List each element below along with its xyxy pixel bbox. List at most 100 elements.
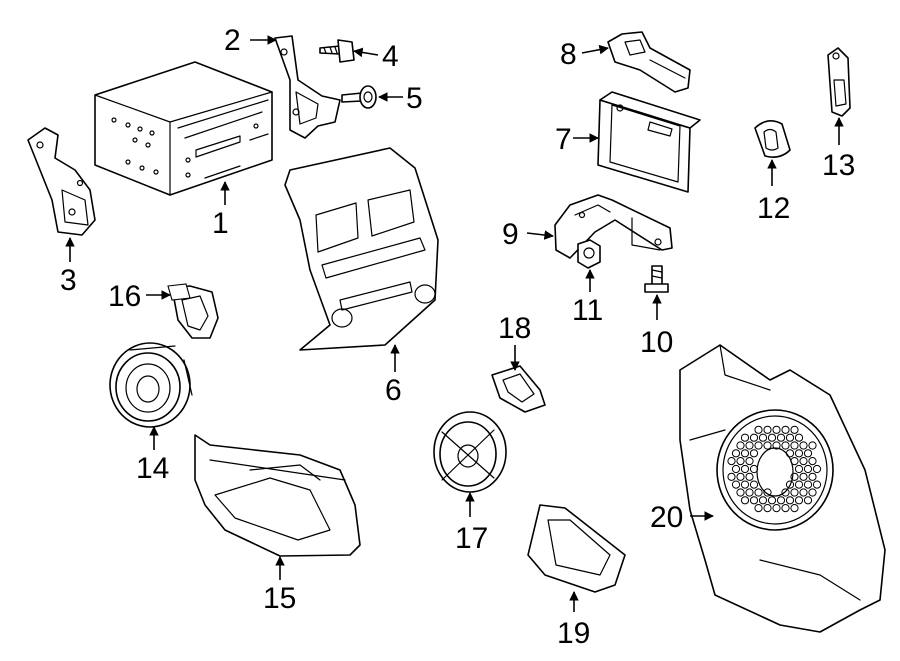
bolt-part [341, 85, 377, 109]
grille-hole [803, 480, 813, 489]
grille-hole [772, 441, 781, 450]
grille-hole [794, 496, 804, 505]
callout-7: 7 [555, 123, 572, 156]
callout-3: 3 [60, 264, 77, 297]
callout-10: 10 [640, 326, 673, 359]
trim-panel-part [527, 504, 626, 593]
grille-hole [749, 433, 759, 442]
nut-part [577, 239, 601, 269]
subwoofer-hub [756, 447, 794, 497]
grille-hole [790, 441, 799, 450]
grille-hole [763, 425, 772, 434]
grille-hole [803, 464, 813, 474]
grille-hole [740, 480, 750, 489]
grille-hole [781, 488, 790, 497]
grommet-part [754, 120, 791, 158]
grille-hole [808, 441, 817, 450]
grille-hole [736, 441, 745, 450]
tweeter-part [167, 283, 219, 339]
leaders [65, 35, 844, 612]
leader-4 [353, 47, 379, 58]
grille-hole [799, 488, 808, 497]
grille-hole [754, 425, 763, 434]
callout-2: 2 [224, 24, 241, 57]
grille-hole [785, 496, 795, 505]
clip-part [827, 47, 851, 117]
dash-bezel-part [284, 147, 439, 351]
grille-hole [776, 433, 786, 442]
grille-hole [749, 449, 759, 458]
left-bracket-part [27, 127, 96, 236]
grille-hole [794, 480, 804, 489]
grille-hole [740, 449, 750, 458]
callout-13: 13 [822, 149, 855, 182]
grille-hole [803, 449, 813, 458]
callout-5: 5 [406, 82, 423, 115]
callout-11: 11 [572, 294, 603, 327]
grille-hole [781, 504, 790, 513]
grille-hole [736, 457, 745, 466]
speaker-14-part [109, 342, 193, 428]
grille-hole [745, 472, 754, 481]
grille-hole [790, 425, 799, 434]
grille-hole [799, 472, 808, 481]
grille-hole [808, 488, 817, 497]
grille-hole [781, 425, 790, 434]
grille-hole [767, 496, 777, 505]
grille-hole [745, 457, 754, 466]
grille-hole [767, 433, 777, 442]
grille-hole [727, 457, 736, 466]
grille-hole [785, 449, 795, 458]
callout-12: 12 [757, 192, 790, 225]
mounting-bracket-part [554, 194, 673, 259]
grille-hole [754, 504, 763, 513]
top-right-bracket-part [607, 31, 691, 93]
grille-hole [781, 441, 790, 450]
grille-hole [794, 464, 804, 474]
radio-unit-part [94, 61, 273, 196]
enclosure-panel-part [194, 434, 361, 557]
subwoofer-enclosure-part [679, 344, 886, 633]
grille-hole [745, 488, 754, 497]
callout-19: 19 [557, 617, 590, 650]
grille-hole [740, 464, 750, 474]
grille-hole [758, 496, 768, 505]
callout-8: 8 [560, 38, 577, 71]
grille-hole [785, 433, 795, 442]
grille-hole [799, 441, 808, 450]
grille-hole [731, 480, 741, 489]
grille-hole [776, 496, 786, 505]
callout-20: 20 [650, 501, 683, 534]
grille-hole [808, 457, 817, 466]
grille-hole [812, 480, 822, 489]
subwoofer-grille [727, 425, 822, 513]
grille-hole [731, 464, 741, 474]
callout-9: 9 [502, 218, 519, 251]
leader-9 [526, 230, 554, 240]
grille-hole [731, 449, 741, 458]
grille-hole [799, 457, 808, 466]
amplifier-module-part [597, 91, 701, 193]
callout-6: 6 [385, 374, 402, 407]
callout-1: 1 [212, 207, 229, 240]
grille-hole [754, 441, 763, 450]
speaker-ring-part [491, 365, 546, 413]
callout-15: 15 [263, 582, 296, 615]
callout-18: 18 [498, 312, 531, 345]
grille-hole [740, 433, 750, 442]
grille-hole [754, 488, 763, 497]
callout-14: 14 [136, 452, 169, 485]
grille-hole [736, 472, 745, 481]
speaker-17-part [433, 411, 507, 493]
grille-hole [727, 472, 736, 481]
screw-part [319, 39, 355, 63]
leader-8 [581, 44, 609, 55]
grille-hole [790, 488, 799, 497]
grille-hole [772, 504, 781, 513]
grille-hole [736, 488, 745, 497]
callout-labels: 1 2 3 4 5 6 7 8 9 10 11 12 13 14 15 16 1… [60, 24, 855, 650]
grille-hole [790, 504, 799, 513]
grille-hole [794, 449, 804, 458]
grille-hole [772, 425, 781, 434]
